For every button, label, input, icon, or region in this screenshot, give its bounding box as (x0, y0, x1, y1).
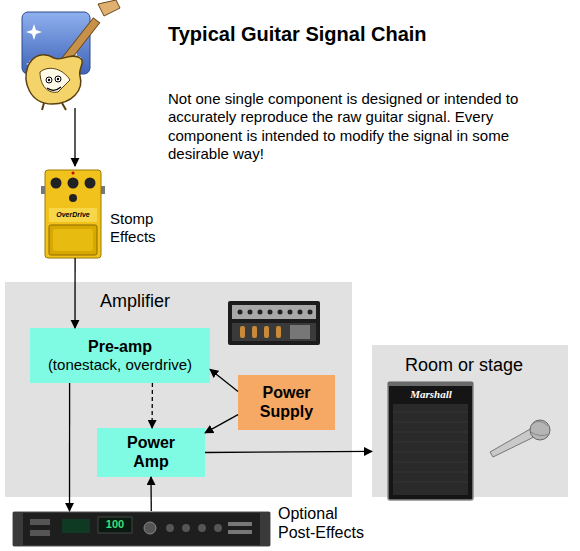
signal-arrow (205, 415, 238, 433)
amp-head-illustration (290, 325, 310, 339)
stomp-pedal-illustration (49, 208, 97, 222)
amp-head-illustration (268, 310, 273, 315)
guitar-illustration (26, 60, 34, 68)
rack-effects-illustration (182, 524, 190, 532)
post-effects-node: Optional Post-Effects (15, 511, 360, 547)
guitar-illustration (74, 108, 75, 166)
guitar-illustration (22, 12, 90, 74)
microphone-illustration (490, 428, 536, 457)
guitar-illustration (48, 79, 50, 81)
node-heading: Amplifier (100, 291, 170, 313)
preamp-box: Pre-amp(tonestack, overdrive) (30, 328, 210, 383)
guitar-illustration (26, 24, 42, 40)
speaker-cabinet-illustration (388, 382, 473, 386)
stomp-pedal-illustration (68, 178, 79, 189)
node-heading: Optional Post-Effects (278, 504, 374, 542)
guitar-illustration (57, 78, 59, 80)
node-heading: Room or stage (405, 355, 523, 377)
rack-effects-illustration (13, 512, 270, 546)
signal-arrow (69, 383, 70, 511)
rack-effects-illustration (30, 530, 50, 536)
node-heading: Power Amp (121, 434, 181, 471)
rack-effects-illustration (13, 512, 23, 546)
guitar-illustration (55, 76, 61, 82)
microphone-illustration (490, 420, 550, 457)
speaker-cabinet-illustration (388, 382, 473, 500)
stomp-pedal-illustration (51, 178, 62, 189)
rack-effects-illustration (228, 530, 252, 534)
guitar-illustration (46, 77, 52, 83)
signal-arrow (74, 258, 75, 328)
speaker-cabinet-illustration (393, 412, 468, 482)
power-amp-box: Power Amp (97, 428, 205, 477)
node-heading: Power Supply (252, 384, 322, 421)
stomp-pedal-illustration (53, 229, 93, 251)
amp-head-illustration (264, 326, 269, 338)
amp-head-illustration (228, 301, 320, 345)
guitar-illustration (71, 52, 82, 63)
speaker-cabinet-illustration (388, 382, 473, 500)
diagram-title: Typical Guitar Signal Chain (168, 22, 427, 46)
rack-effects-illustration (13, 512, 270, 546)
node-subtext: (tonestack, overdrive) (48, 356, 192, 373)
microphone-illustration (531, 421, 549, 435)
signal-arrow (210, 369, 238, 391)
stomp-pedal-illustration (72, 172, 75, 175)
amp-head-illustration (288, 310, 293, 315)
stomp-pedal-illustration (49, 225, 97, 255)
guitar-illustration (98, 0, 120, 16)
node-heading: Pre-amp (88, 338, 152, 356)
amp-head-illustration (232, 323, 316, 341)
guitar-illustration (22, 0, 120, 166)
note-text: Not one single component is designed or … (168, 90, 562, 163)
rack-effects-illustration (228, 522, 252, 526)
guitar-illustration (26, 55, 82, 104)
amp-head-illustration (240, 326, 245, 338)
stomp-pedal-illustration (69, 194, 77, 202)
amp-head-illustration (252, 326, 257, 338)
rack-display-number: 100 (99, 518, 131, 531)
speaker-cabinet-illustration (393, 404, 468, 495)
amp-head-illustration (238, 310, 243, 315)
amp-head-illustration (248, 310, 253, 315)
stomp-pedal-illustration (85, 178, 96, 189)
guitar-illustration (40, 68, 70, 92)
rack-effects-illustration (144, 522, 156, 534)
room-stage-group: Room or stage (372, 345, 568, 497)
amp-head-illustration (232, 305, 316, 319)
rack-effects-illustration (214, 524, 222, 532)
stomp-pedal-illustration (41, 186, 45, 194)
rack-effects-illustration (98, 517, 132, 533)
node-heading: Stomp Effects (110, 210, 172, 246)
amplifier-group: Pre-amp(tonestack, overdrive) Power Suppl… (5, 282, 352, 497)
guitar-illustration (42, 103, 66, 110)
amp-head-illustration (298, 310, 303, 315)
rack-effects-illustration (62, 519, 90, 533)
rack-effects-illustration (260, 512, 270, 546)
rack-effects-illustration (30, 519, 50, 525)
amp-head-illustration (276, 326, 281, 338)
stomp-pedal-illustration (41, 170, 105, 258)
amp-head-illustration (228, 301, 320, 345)
guitar-illustration (47, 87, 61, 90)
signal-arrow (150, 477, 152, 511)
amp-head-illustration (258, 310, 263, 315)
signal-arrow (151, 383, 153, 428)
amp-head-illustration (308, 310, 313, 315)
power-supply-box: Power Supply (238, 375, 335, 430)
pedal-brand-text: OverDrive (51, 211, 95, 220)
rack-effects-illustration (198, 524, 206, 532)
microphone-illustration (530, 420, 550, 440)
rack-effects-illustration (166, 524, 174, 532)
guitar-illustration (56, 18, 99, 70)
stomp-pedal-illustration (45, 170, 101, 258)
signal-arrow (205, 451, 372, 452)
stomp-pedal-illustration (101, 186, 105, 194)
cabinet-logo-text: Marshall (405, 388, 457, 401)
amp-head-illustration (278, 310, 283, 315)
